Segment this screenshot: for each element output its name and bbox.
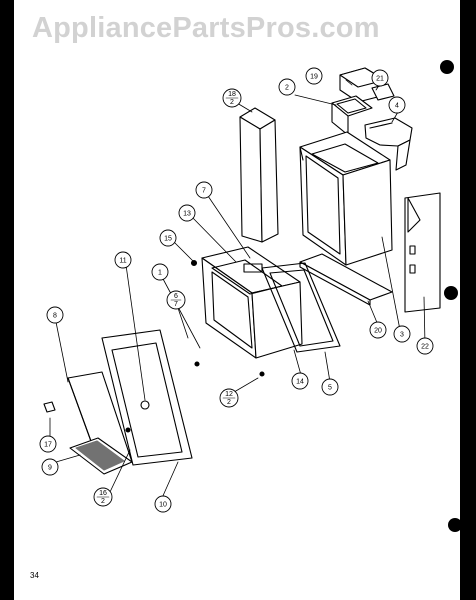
- callout-5: 5: [328, 385, 332, 392]
- binder-hole-top: [440, 60, 454, 74]
- site-watermark: AppliancePartsPros.com: [32, 12, 380, 44]
- callout-labels: 19 21 2 18 2 4 7 13 15 11 1 6 7 8 3 20 2…: [44, 74, 429, 509]
- binder-hole-bottom: [448, 518, 462, 532]
- callout-17: 17: [44, 442, 52, 449]
- callout-16: 16: [99, 490, 107, 497]
- callout-4: 4: [395, 103, 399, 110]
- part-grille: [69, 437, 133, 475]
- callout-13: 13: [183, 211, 191, 218]
- callout-15: 15: [164, 236, 172, 243]
- callout-2: 2: [285, 85, 289, 92]
- callout-10: 10: [159, 502, 167, 509]
- callout-11: 11: [119, 258, 126, 265]
- binder-hole-middle: [444, 286, 458, 300]
- callout-6-sub: 7: [174, 301, 178, 308]
- callout-18-sub: 2: [230, 99, 234, 106]
- callout-18: 18: [228, 91, 236, 98]
- callout-8: 8: [53, 313, 57, 320]
- part-gasket-frame: [261, 262, 341, 353]
- callout-7: 7: [202, 188, 206, 195]
- part-inner-liner: [201, 246, 303, 359]
- callout-14: 14: [296, 379, 304, 386]
- callout-16-sub: 2: [101, 498, 105, 505]
- fasteners: [125, 259, 265, 433]
- callout-20: 20: [374, 328, 382, 335]
- callout-19: 19: [310, 74, 318, 81]
- callout-9: 9: [48, 465, 52, 472]
- callout-bubbles: [39, 67, 434, 513]
- part-side-panel: [404, 192, 441, 313]
- callout-21: 21: [376, 76, 384, 83]
- callout-3: 3: [400, 332, 404, 339]
- part-cabinet-housing: [299, 131, 393, 266]
- page-number: 34: [30, 571, 39, 580]
- callout-12-sub: 2: [227, 399, 231, 406]
- callout-22: 22: [421, 344, 429, 351]
- part-small-block: [43, 401, 56, 413]
- callout-1: 1: [158, 270, 162, 277]
- callout-6: 6: [174, 293, 178, 300]
- part-insulation-block: [239, 107, 279, 243]
- callout-12: 12: [225, 391, 233, 398]
